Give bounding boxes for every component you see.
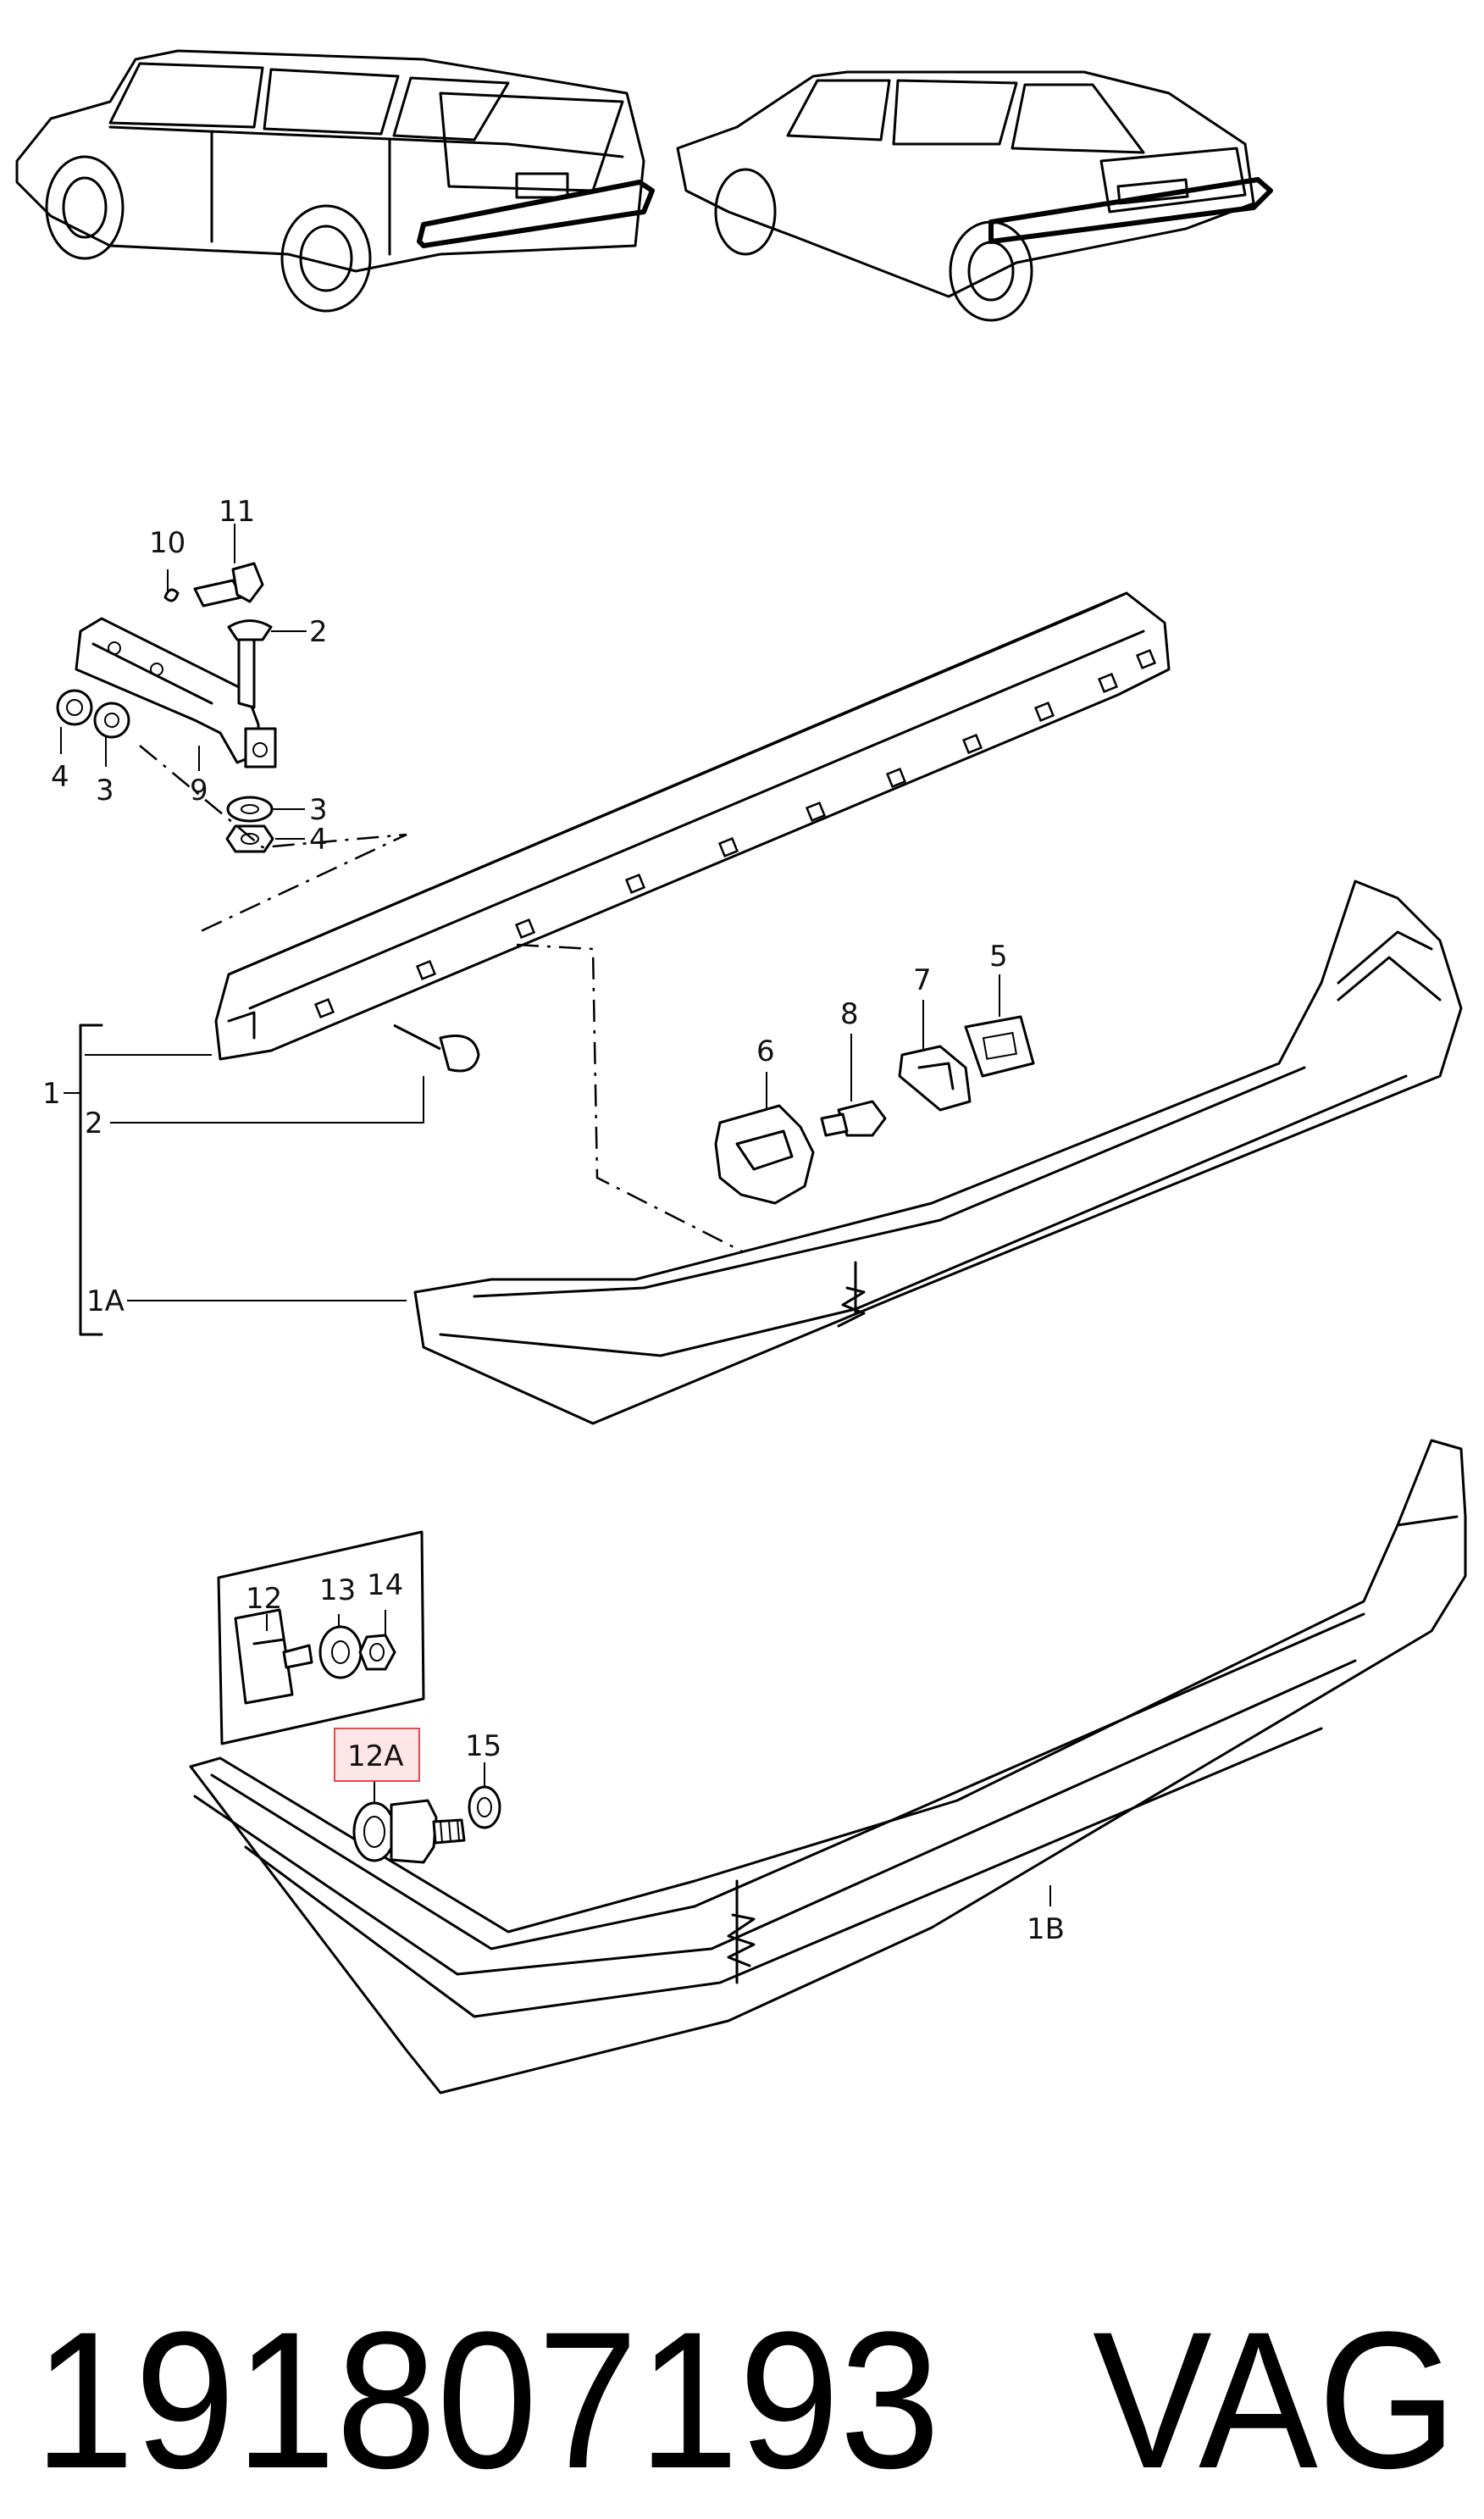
callout-10: 10 (149, 526, 186, 560)
callout-15: 15 (465, 1729, 501, 1763)
callout-3-right: 3 (309, 793, 328, 827)
callout-12a: 12A (347, 1739, 404, 1773)
callout-labels: 10 11 2 4 3 9 3 4 1 2 5 7 8 6 1A 12 13 1… (42, 495, 1065, 1946)
reinforcement-bar (214, 591, 1171, 1307)
bar-slots (313, 648, 1157, 1019)
wagon-illustration (15, 49, 655, 313)
callout-13: 13 (319, 1573, 356, 1607)
callout-1b: 1B (1027, 1912, 1065, 1946)
callout-2-top: 2 (309, 615, 328, 649)
callout-5: 5 (989, 940, 1008, 974)
callout-12: 12 (246, 1582, 282, 1616)
callout-4-right: 4 (309, 823, 328, 857)
callout-3-left: 3 (96, 774, 114, 807)
bumper-1a (413, 879, 1463, 1425)
callout-14: 14 (367, 1568, 403, 1602)
leader-lines (60, 524, 1051, 1906)
callout-6: 6 (756, 1035, 775, 1068)
callout-1a: 1A (86, 1284, 125, 1318)
callout-4-left: 4 (51, 760, 69, 794)
bracket-assembly (56, 562, 407, 934)
highlight-box-12a (334, 1728, 420, 1782)
bumper-1b (189, 1439, 1467, 2095)
stud-detail-inset (217, 1530, 425, 1745)
assembly-bracket-1 (64, 1024, 424, 1336)
callout-2-mid: 2 (85, 1107, 103, 1140)
callout-1: 1 (42, 1077, 61, 1111)
bushing-12a (352, 1799, 466, 1864)
callout-9: 9 (190, 774, 208, 807)
callout-8: 8 (840, 997, 859, 1031)
washer-15 (468, 1785, 501, 1829)
part-number: 191807193 (34, 2291, 940, 2509)
clip-parts (714, 1015, 1035, 1205)
callout-7: 7 (913, 963, 932, 997)
callout-11: 11 (219, 495, 255, 529)
sedan-illustration (676, 70, 1273, 322)
brand-name: VAG (1093, 2291, 1457, 2509)
